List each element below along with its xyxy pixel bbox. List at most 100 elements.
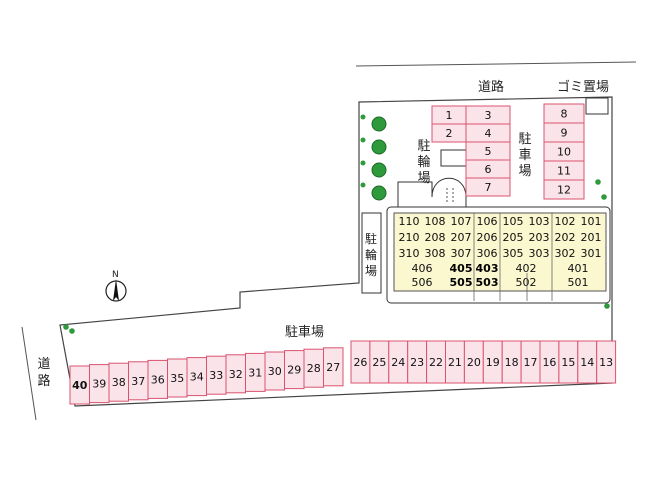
parking-space-33: 33 [206,355,227,395]
garbage-box [585,97,609,115]
parking-space-37: 37 [128,361,149,401]
parking-space-23: 23 [407,340,428,384]
north-arrow: N [105,270,127,302]
parking-space-number: 32 [229,368,243,381]
parking-space-24: 24 [388,340,409,384]
parking-space-15: 15 [558,340,579,384]
unit-206: 206 [477,231,498,244]
parking-space-28: 28 [303,348,324,388]
tree-icon [371,116,387,132]
parking-space-number: 9 [561,127,568,140]
parking-space-9: 9 [543,122,585,143]
parking-space-38: 38 [108,362,129,402]
bike-parking-top-label: 場 [417,171,430,186]
parking-space-number: 7 [485,181,492,194]
bike-parking-top-label: 輪 [417,154,430,170]
parking-space-8: 8 [543,103,585,124]
parking-space-40: 40 [69,365,90,405]
parking-bottom-label: 駐車場 [285,325,324,340]
unit-502: 502 [516,276,537,289]
unit-205: 205 [503,231,524,244]
parking-space-19: 19 [482,340,503,384]
parking-space-number: 23 [410,356,424,369]
parking-space-12: 12 [543,179,585,200]
unit-101: 101 [581,215,602,228]
parking-space-number: 33 [209,369,223,382]
parking-space-number: 17 [524,356,538,369]
unit-110: 110 [399,215,420,228]
parking-space-number: 34 [190,371,204,384]
unit-405: 405 [450,262,473,275]
parking-space-number: 40 [72,379,88,392]
unit-506: 506 [412,276,433,289]
unit-402: 402 [516,262,537,275]
road-top-label: 道路 [478,79,504,95]
parking-space-number: 3 [485,109,492,122]
parking-space-number: 28 [307,362,321,375]
parking-space-box [596,340,617,384]
parking-space-17: 17 [520,340,541,384]
parking-space-27: 27 [323,347,344,387]
parking-space-31: 31 [245,352,266,392]
bike-shed-left [361,212,382,294]
parking-space-number: 5 [485,145,492,158]
unit-501: 501 [568,276,589,289]
parking-space-39: 39 [89,364,110,404]
parking-space-number: 15 [561,356,575,369]
parking-space-number: 39 [92,378,106,391]
parking-space-number: 2 [446,127,453,140]
parking-space-25: 25 [369,340,390,384]
parking-space-1: 1 [431,105,467,125]
parking-space-number: 16 [542,356,556,369]
parking-space-number: 24 [391,356,405,369]
road-edge-top [355,61,637,67]
shrub-icon [360,160,366,166]
tree-icon [371,162,387,178]
parking-space-number: 37 [131,375,145,388]
bike-parking-top-label: 駐 [417,139,430,154]
parking-space-number: 19 [486,356,500,369]
unit-310: 310 [399,247,420,260]
unit-102: 102 [555,215,576,228]
parking-space-2: 2 [431,123,467,143]
parking-space-11: 11 [543,160,585,181]
parking-space-30: 30 [264,351,285,391]
parking-space-number: 27 [326,361,340,374]
unit-203: 203 [529,231,550,244]
unit-210: 210 [399,231,420,244]
parking-space-10: 10 [543,141,585,162]
unit-303: 303 [529,247,550,260]
parking-space-22: 22 [426,340,447,384]
parking-space-number: 18 [505,356,519,369]
parking-space-18: 18 [501,340,522,384]
parking-space-5: 5 [465,141,511,161]
parking-space-21: 21 [445,340,465,384]
shrub-icon [604,303,610,309]
bike-parking-left-label: 輪 [365,247,377,262]
shrub-icon [360,137,366,143]
parking-space-16: 16 [539,340,560,384]
parking-space-13: 13 [596,340,617,384]
unit-406: 406 [412,262,433,275]
bike-parking-left-label: 場 [365,264,377,278]
shrub-icon [69,328,75,334]
road-left-label: 路 [37,373,50,389]
compass-needle [113,279,119,301]
tree-icon [371,185,387,201]
parking-space-number: 12 [557,184,571,197]
shrub-icon [595,179,601,185]
parking-space-number: 21 [448,356,462,369]
unit-306: 306 [477,247,498,260]
road-left-label: 道 [37,357,50,372]
parking-space-box [543,179,585,200]
parking-space-number: 8 [561,108,568,121]
parking-space-number: 6 [485,163,492,176]
parking-right-label: 場 [518,164,531,179]
parking-space-number: 31 [248,366,262,379]
parking-space-number: 20 [467,356,481,369]
parking-space-number: 22 [429,356,443,369]
parking-space-box [465,177,511,197]
parking-space-20: 20 [463,340,484,384]
